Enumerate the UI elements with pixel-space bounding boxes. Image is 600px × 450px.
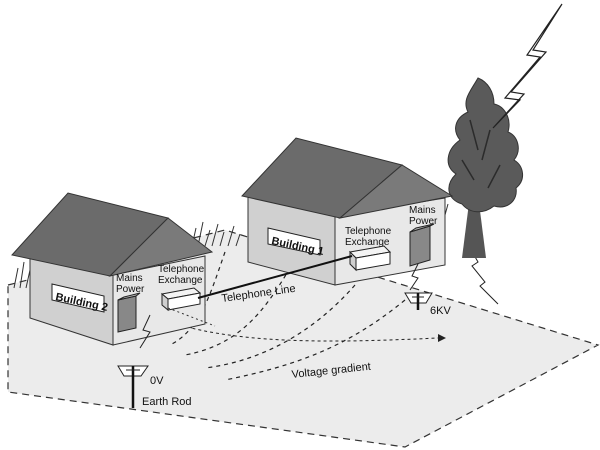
voltage-gradient-arcs (169, 251, 406, 381)
building-2-mains-power-box (117, 292, 141, 333)
building-1-surge-icon (409, 263, 419, 291)
building-2-mains-label-line2: Power (116, 284, 145, 295)
building-2-mains-label-line1: Mains (116, 273, 143, 284)
earth-rod-icon (117, 365, 149, 408)
building-2-telephone-exchange-box (160, 287, 202, 312)
building-1-exchange-label-line2: Exchange (345, 237, 390, 248)
building-1-mains-label-line2: Power (409, 216, 438, 227)
telephone-line (197, 255, 353, 299)
voltage-high-label: 6KV (430, 305, 451, 317)
building-1-roof-gable (338, 164, 454, 219)
earth-rod-icon (404, 292, 433, 310)
tree-icon (447, 77, 523, 258)
building-2-exchange-label-line2: Exchange (158, 275, 203, 286)
lightning-bolt-icon (492, 3, 563, 129)
building-1-mains-power-box (409, 223, 435, 267)
earth-rod-label: Earth Rod (142, 396, 192, 408)
building-1-name-plate (267, 227, 321, 256)
building-1-mains-label-line1: Mains (409, 205, 436, 216)
building-1-telephone-exchange-box (348, 245, 392, 272)
building-2: Building 2 Mains Power Telephone Exchang… (11, 192, 214, 346)
building-2-exchange-label-line1: Telephone (158, 264, 205, 275)
building-2-surge-icon (139, 314, 151, 349)
building-1-exchange-label-line1: Telephone (345, 226, 392, 237)
building-2-name-plate (51, 283, 105, 313)
building-1: Building 1 Telephone Exchange Mains Powe… (241, 137, 454, 286)
building-2-dotted-link (167, 307, 216, 327)
building-2-roof-gable (108, 217, 214, 277)
voltage-low-label: 0V (150, 375, 164, 387)
ground-lightning-icon (469, 247, 499, 305)
